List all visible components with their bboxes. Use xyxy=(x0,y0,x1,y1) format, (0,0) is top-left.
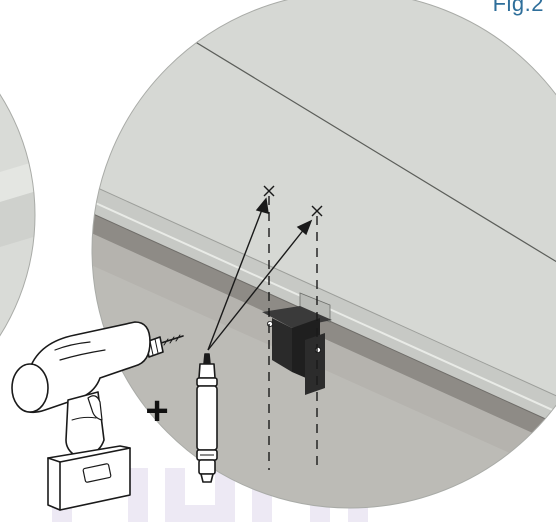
cordless-drill-icon xyxy=(11,321,184,511)
mark-point-left-icon xyxy=(263,185,275,197)
bracket xyxy=(262,292,332,395)
detail-circle xyxy=(91,0,556,509)
mark-point-right-icon xyxy=(311,205,323,217)
figure-label: Fig.2 xyxy=(492,0,544,16)
mark-points xyxy=(263,185,323,217)
drill-guide-lines xyxy=(268,196,318,470)
plus-sign: + xyxy=(145,389,168,433)
marker-pen-icon xyxy=(196,353,218,483)
marking-arrows xyxy=(207,197,313,351)
